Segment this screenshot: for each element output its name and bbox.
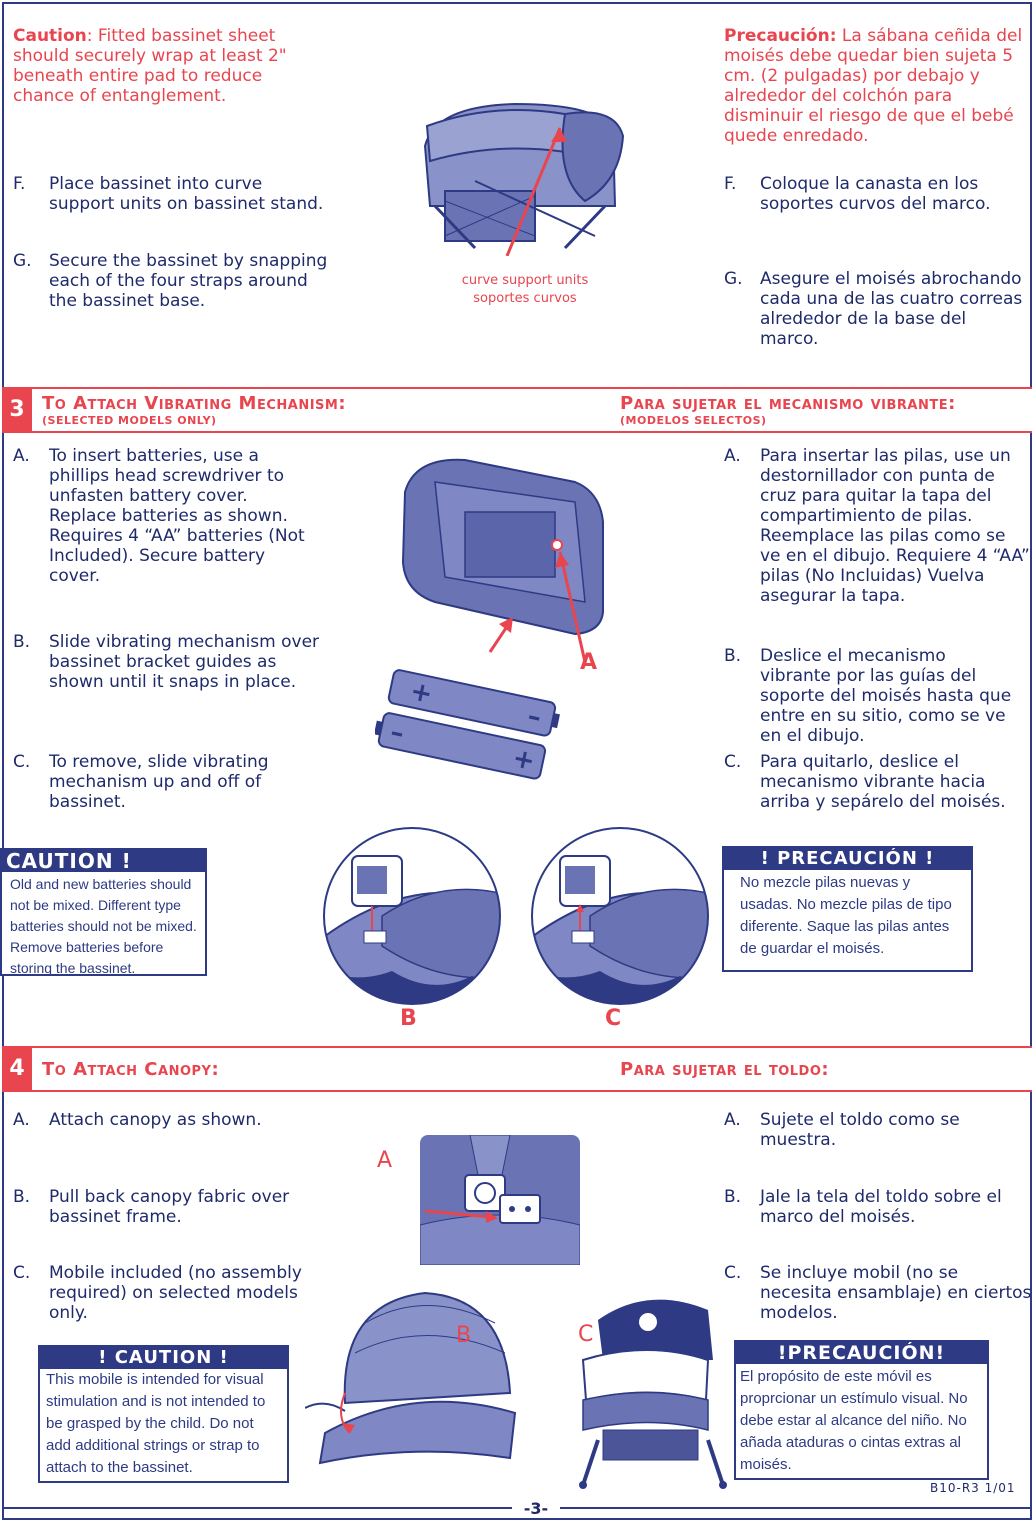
caution-batteries-en: CAUTION ! Old and new batteries should n… [0,848,207,976]
svg-text:–: – [388,717,407,749]
bassinet-on-stand-illustration [423,102,625,256]
bassinet-with-mobile-illustration [579,1299,727,1489]
caution-en-top: Caution: Fitted bassinet sheet should se… [13,26,287,106]
section-3-header: 3 To Attach Vibrating Mechanism: (SELECT… [2,387,1032,433]
figure-label-a: A [377,1148,393,1173]
page-number: -3- [523,1499,549,1518]
curve-support-caption: curve support units soportes curvos [461,273,589,306]
section-3-title-en: To Attach Vibrating Mechanism: [42,393,347,414]
figure-label-c: C [578,1322,594,1347]
caution-mobile-en: ! CAUTION ! This mobile is intended for … [38,1345,289,1483]
section-3-subtitle-es: (MODELOS SELECTOS) [620,414,767,427]
detail-b-illustration [323,827,501,1005]
caution-mobile-es: !PRECAUCIÓN! El propósito de este móvil … [734,1340,989,1480]
svg-text:–: – [525,701,544,733]
vibrating-unit-illustration: + – – + [375,458,604,780]
canopy-clamp-illustration [420,1135,580,1265]
section-3-subtitle-en: (SELECTED MODELS ONLY) [42,414,217,427]
figure-label-c: C [605,1006,622,1031]
figure-label-b: B [456,1323,472,1348]
section-number: 4 [2,1048,32,1090]
detail-c-illustration [531,827,709,1005]
figure-label-a: A [580,650,598,675]
footer-rule-right [560,1507,1032,1509]
section-4-title-en: To Attach Canopy: [42,1059,220,1080]
footer-rule-left [2,1507,512,1509]
section-3-title-es: Para sujetar el mecanismo vibrante: [620,393,956,414]
doc-code: B10-R3 1/01 [930,1481,1016,1495]
caution-batteries-es: ! PRECAUCIÓN ! No mezcle pilas nuevas y … [722,846,973,972]
section-number: 3 [2,389,32,431]
caution-es-top: Precaución: La sábana ceñida del moisés … [724,26,1023,146]
section-4-header: 4 To Attach Canopy: Para sujetar el told… [2,1046,1032,1092]
figure-label-b: B [400,1006,417,1031]
section-4-title-es: Para sujetar el toldo: [620,1059,830,1080]
canopy-bassinet-illustration [305,1291,517,1465]
